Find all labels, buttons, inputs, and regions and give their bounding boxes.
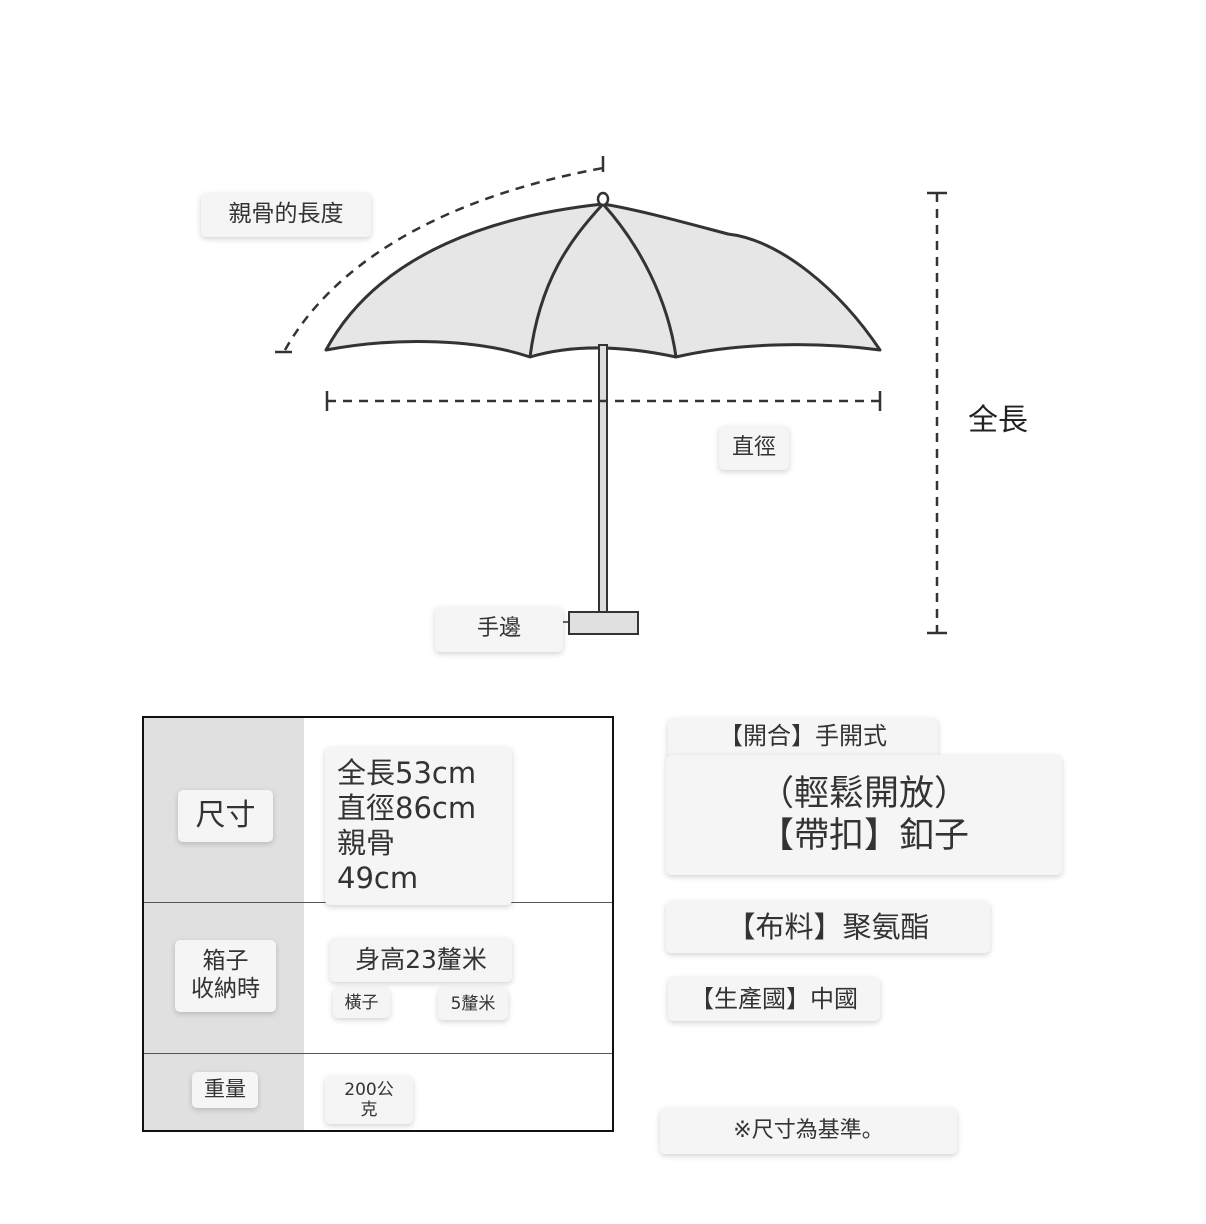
origin-note: 【生產國】中國: [668, 977, 880, 1021]
umbrella-canopy: [324, 202, 882, 359]
fabric-note: 【布料】聚氨酯: [666, 901, 990, 953]
open-type-note: 【開合】手開式: [668, 718, 938, 760]
handle-label: 手邊: [435, 607, 563, 652]
case-label: 箱子 收納時: [175, 940, 276, 1012]
spec-label-column: [144, 718, 304, 1130]
umbrella-rib-left: [528, 202, 605, 358]
umbrella-shaft: [598, 344, 608, 614]
size-total-length: 全長53cm: [337, 756, 477, 791]
umbrella-handle: [568, 611, 639, 635]
umbrella-rib-right: [601, 202, 678, 358]
rib-length-label: 親骨的長度: [201, 193, 371, 237]
size-values: 全長53cm 直徑86cm 親骨 49cm: [325, 747, 512, 905]
weight-value: 200公 克: [325, 1076, 413, 1124]
relaxed-open-note: （輕鬆開放） 【帶扣】釦子: [666, 755, 1062, 875]
case-width-value: 5釐米: [438, 988, 508, 1020]
disclaimer-note: ※尺寸為基準。: [660, 1108, 957, 1154]
diameter-label: 直徑: [719, 426, 789, 470]
case-height: 身高23釐米: [330, 938, 512, 982]
umbrella-tip: [596, 191, 610, 207]
weight-label: 重量: [192, 1072, 258, 1108]
umbrella-diagram: [275, 156, 947, 635]
case-width-label: 橫子: [333, 988, 390, 1018]
size-rib-value: 49cm: [337, 860, 419, 895]
size-label: 尺寸: [178, 790, 273, 842]
rib-length-arc: [283, 166, 604, 351]
total-length-label: 全長: [968, 403, 1028, 438]
size-diameter: 直徑86cm: [337, 791, 477, 826]
size-rib-label: 親骨: [337, 826, 396, 860]
